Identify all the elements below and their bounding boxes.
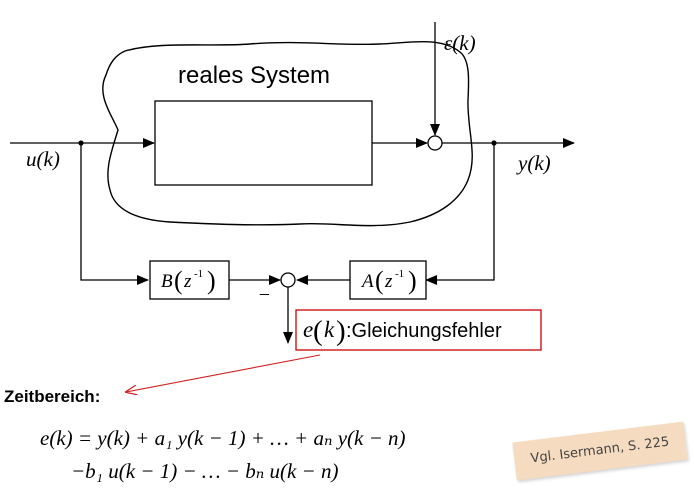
- sum-junction-disturbance: [427, 135, 443, 151]
- a-block-paren-close: ): [408, 266, 417, 295]
- b-block-paren-close: ): [207, 266, 216, 295]
- b-block-func: B: [161, 271, 173, 292]
- a-block-arg: z: [384, 271, 393, 292]
- equation-line-2: −b₁ u(k − 1) − … − bₙ u(k − n): [71, 459, 339, 483]
- error-label-box: [295, 309, 542, 351]
- minus-sign: _: [259, 279, 270, 296]
- b-block: [149, 260, 230, 300]
- cloud-label: reales System: [178, 62, 330, 89]
- equation-line-1: e(k) = y(k) + a₁ y(k − 1) + … + aₙ y(k −…: [40, 426, 406, 450]
- error-paren-open: (: [313, 315, 323, 347]
- error-paren-close: ): [336, 315, 346, 347]
- input-label: u(k): [26, 147, 60, 171]
- b-block-exp: -1: [194, 268, 203, 280]
- error-description: :Gleichungsfehler: [346, 320, 502, 342]
- b-block-paren-open: (: [174, 266, 183, 295]
- a-block-func: A: [360, 271, 374, 292]
- error-pointer-arrow: [126, 354, 321, 392]
- sum-junction-error: [280, 272, 296, 288]
- b-block-arg: z: [183, 271, 192, 292]
- a-block-paren-open: (: [375, 266, 384, 295]
- section-title: Zeitbereich:: [4, 387, 101, 406]
- error-arg: k: [324, 317, 335, 342]
- output-label: y(k): [516, 151, 551, 175]
- a-block-exp: -1: [395, 268, 404, 280]
- disturbance-label: ε(k): [444, 31, 476, 55]
- a-block: [349, 260, 427, 300]
- output-branch-line: [425, 143, 495, 285]
- input-branch-line: [80, 143, 149, 285]
- error-symbol: e: [303, 317, 313, 342]
- system-block: [154, 100, 373, 186]
